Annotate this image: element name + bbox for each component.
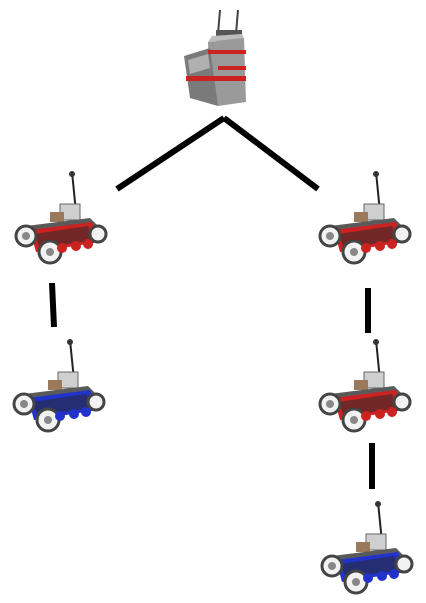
robot-left-1	[6, 168, 110, 268]
link-base-to-left	[115, 115, 226, 192]
tracked-robot-icon	[14, 171, 108, 265]
tracked-robot-icon	[320, 501, 414, 595]
base-station-icon	[184, 9, 246, 106]
robot-right-1	[310, 168, 414, 268]
tracked-robot-icon	[318, 171, 412, 265]
link-base-to-right	[222, 115, 320, 192]
link-left1-to-left2	[49, 282, 57, 328]
robot-left-2	[4, 336, 108, 436]
tracked-robot-icon	[12, 339, 106, 433]
robot-right-2	[310, 336, 414, 436]
robot-right-3	[312, 498, 416, 598]
tracked-robot-icon	[318, 339, 412, 433]
